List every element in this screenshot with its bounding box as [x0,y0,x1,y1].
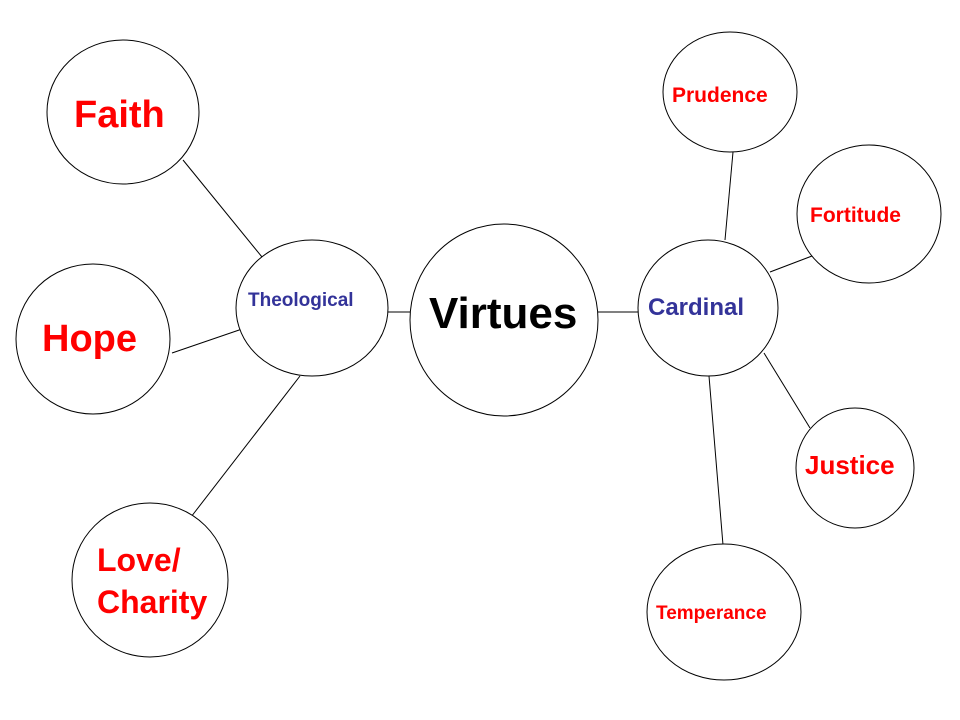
cardinal-circle [637,239,779,377]
virtues-label: Virtues [429,289,577,338]
justice-circle [795,407,915,529]
theological-circle [235,239,389,377]
hope-circle [15,263,171,415]
edge-faith-theological [182,159,263,258]
edge-cardinal-fortitude [769,255,813,273]
prudence-circle [662,31,798,153]
edge-cardinal-prudence [724,151,734,241]
node-theological: Theological [235,239,389,377]
temperance-label: Temperance [656,603,767,624]
fortitude-circle [796,144,942,284]
prudence-label: Prudence [672,84,768,107]
edge-cardinal-justice [763,352,811,429]
node-prudence: Prudence [662,31,798,153]
node-cardinal: Cardinal [637,239,779,377]
edge-cardinal-temperance [708,375,724,546]
virtues-circle [409,223,599,417]
hope-label: Hope [42,318,137,360]
justice-label: Justice [805,450,895,480]
love-label-line2: Charity [97,584,207,620]
node-hope: Hope [15,263,171,415]
edge-hope-theological [171,327,246,354]
fortitude-label: Fortitude [810,204,901,227]
faith-circle [46,39,200,185]
node-faith: Faith [46,39,200,185]
temperance-circle [646,543,802,681]
node-justice: Justice [795,407,915,529]
edges [171,151,813,546]
cardinal-label: Cardinal [648,294,744,321]
node-temperance: Temperance [646,543,802,681]
node-virtues: Virtues [409,223,599,417]
love-circle [71,502,229,658]
faith-label: Faith [74,94,165,136]
edge-love-theological [190,375,301,518]
node-love-charity: Love/ Charity [71,502,229,658]
theological-label: Theological [248,290,354,311]
node-fortitude: Fortitude [796,144,942,284]
love-label-line1: Love/ [97,542,181,578]
